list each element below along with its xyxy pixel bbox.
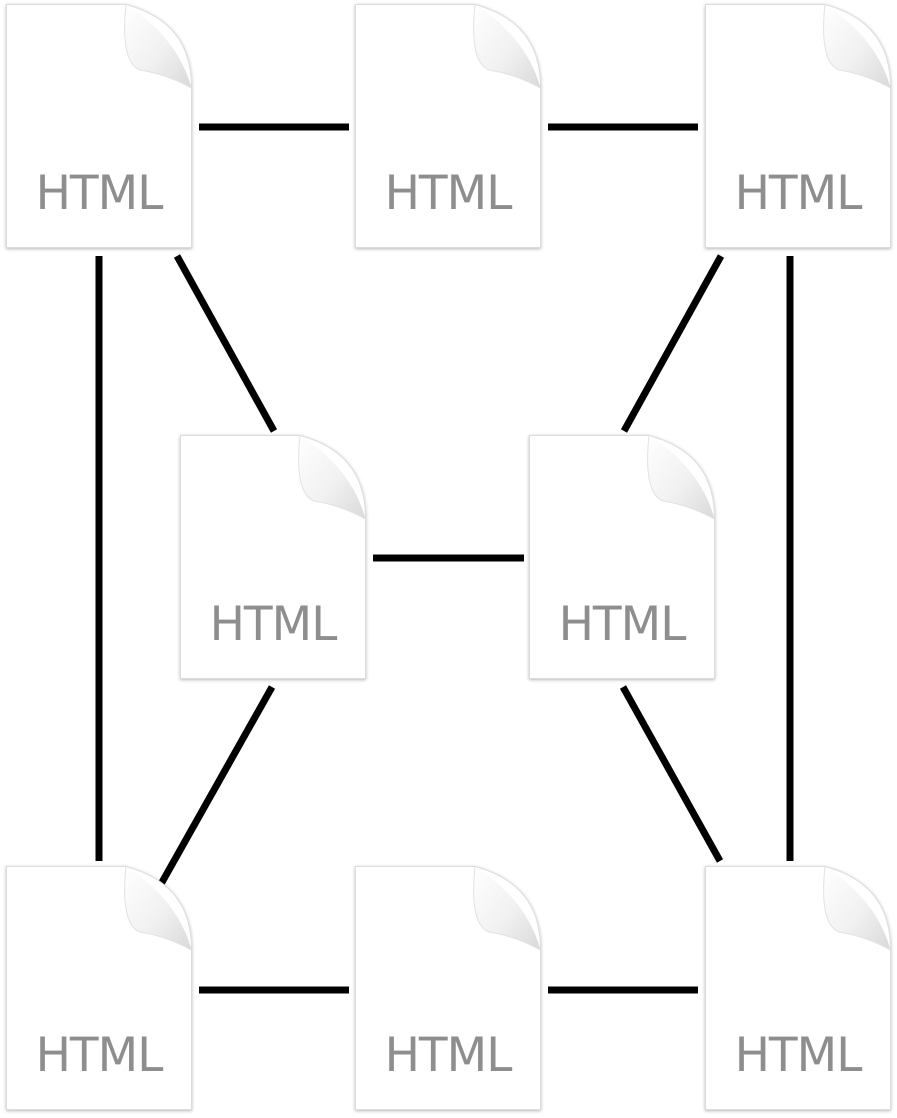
html-document-node: HTML (6, 4, 193, 248)
html-document-icon (705, 4, 892, 248)
html-label: HTML (209, 597, 338, 652)
html-label: HTML (558, 597, 687, 652)
html-document-icon (705, 866, 892, 1110)
edge-top-left-to-mid-left (173, 254, 278, 433)
html-document-node: HTML (705, 4, 892, 248)
html-document-icon (355, 4, 542, 248)
html-document-node: HTML (180, 435, 367, 679)
html-label: HTML (384, 166, 513, 221)
edge-top-right-to-mid-right (620, 254, 725, 433)
html-document-node: HTML (6, 866, 193, 1110)
html-document-icon (180, 435, 367, 679)
html-document-icon (6, 4, 193, 248)
html-label: HTML (35, 1028, 164, 1083)
html-document-node: HTML (529, 435, 716, 679)
html-document-icon (355, 866, 542, 1110)
html-label: HTML (384, 1028, 513, 1083)
html-document-node: HTML (355, 866, 542, 1110)
edge-mid-left-to-bottom-left (148, 685, 276, 902)
html-label: HTML (734, 1028, 863, 1083)
html-label: HTML (35, 166, 164, 221)
html-label: HTML (734, 166, 863, 221)
html-document-icon (6, 866, 193, 1110)
html-document-node: HTML (705, 866, 892, 1110)
html-document-icon (529, 435, 716, 679)
html-document-node: HTML (355, 4, 542, 248)
edge-mid-right-to-bottom-right (619, 685, 724, 863)
